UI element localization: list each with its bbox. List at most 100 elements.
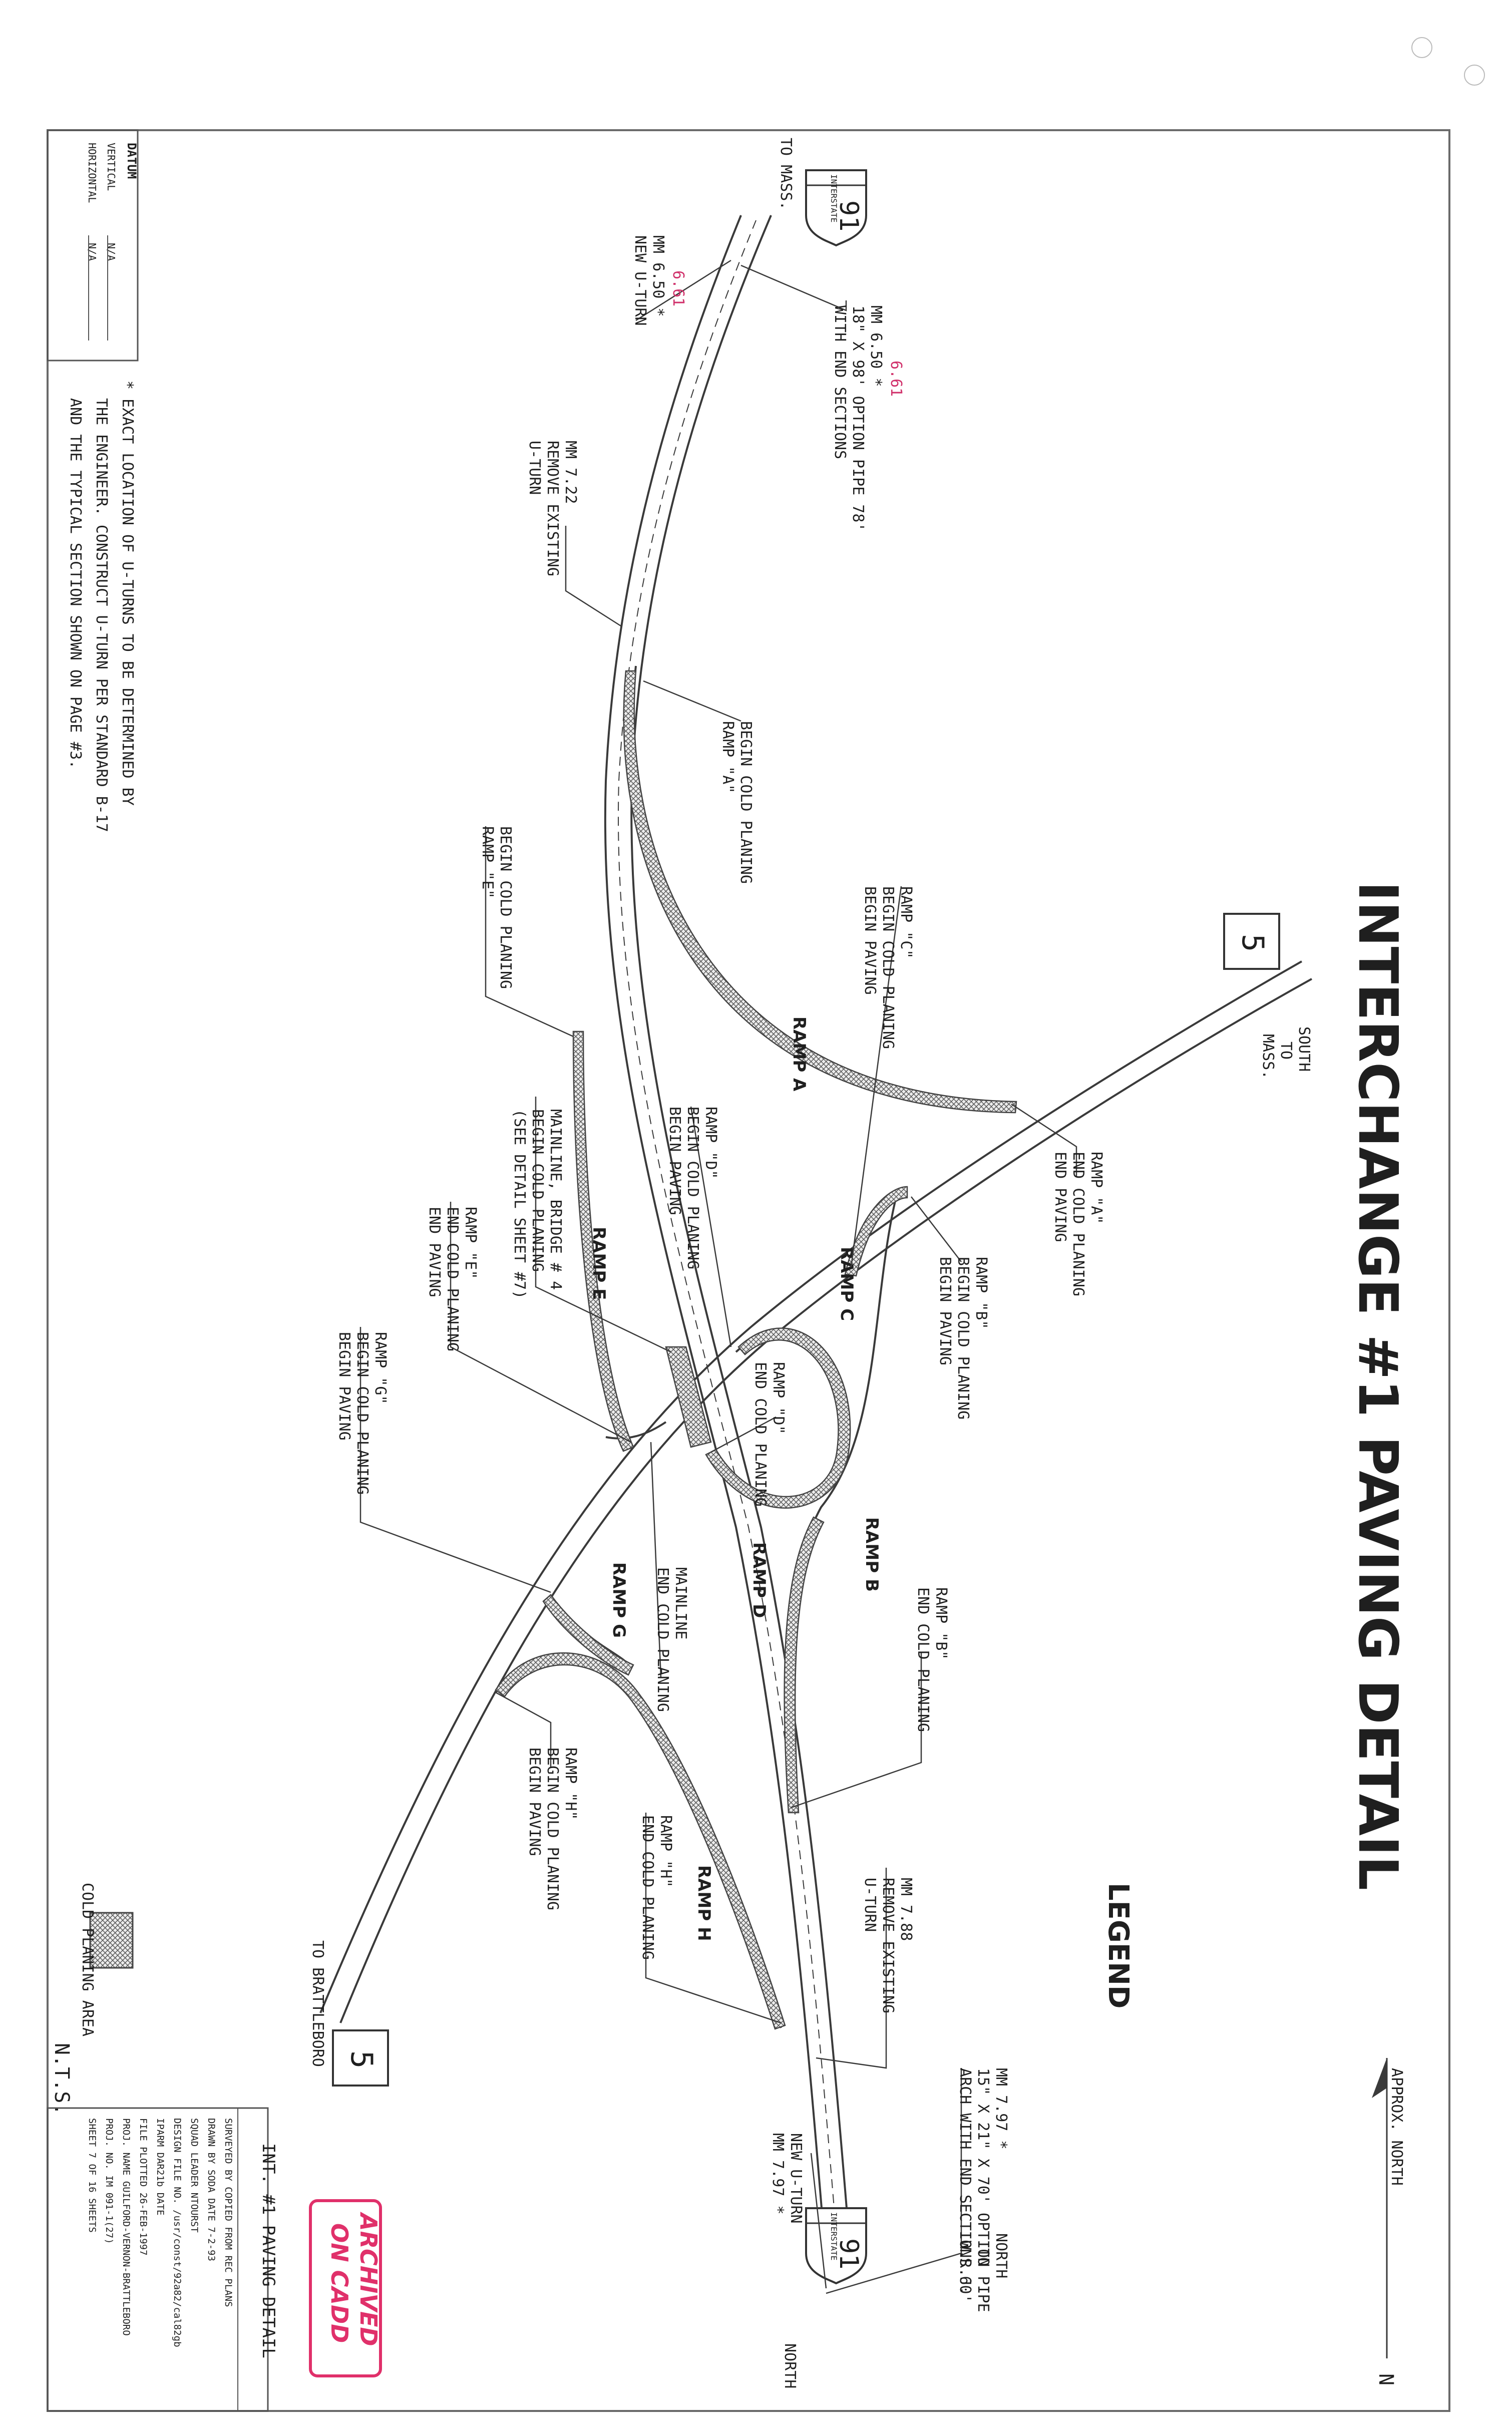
svg-text:91: 91 (834, 2238, 864, 2270)
svg-text:U-TURN: U-TURN (861, 1878, 879, 1932)
ramp-a-line (632, 665, 1017, 1108)
svg-text:6.61: 6.61 (887, 361, 905, 397)
ramp-e-label: RAMP E (589, 1227, 609, 1300)
svg-text:DATUM: DATUM (125, 143, 139, 179)
svg-text:RAMP "A": RAMP "A" (719, 721, 736, 794)
note-ramp-e-end: RAMP "E" END COLD PLANING END PAVING (426, 1207, 479, 1351)
ramp-d-label: RAMP D (749, 1542, 769, 1618)
svg-text:BEGIN COLD PLANING: BEGIN COLD PLANING (954, 1257, 972, 1420)
svg-text:BEGIN COLD PLANING: BEGIN COLD PLANING (544, 1748, 561, 1910)
mainline-i91 (604, 215, 852, 2264)
svg-text:N/A: N/A (105, 243, 117, 261)
svg-text:END COLD PLANING: END COLD PLANING (914, 1587, 932, 1732)
svg-text:WITH END SECTIONS: WITH END SECTIONS (831, 305, 849, 459)
south-to-mass-2: TO (1277, 1041, 1295, 1060)
svg-text:MAINLINE: MAINLINE (672, 1567, 689, 1640)
svg-text:MM 6.50 *: MM 6.50 * (867, 305, 885, 387)
us-route-5 (319, 960, 1312, 2023)
svg-text:MM 7.97 *: MM 7.97 * (769, 2133, 787, 2215)
svg-text:BEGIN COLD PLANING: BEGIN COLD PLANING (353, 1332, 371, 1495)
note-ramp-b-begin: RAMP "B" BEGIN COLD PLANING BEGIN PAVING (936, 1257, 990, 1420)
svg-text:NEW U-TURN: NEW U-TURN (631, 235, 649, 326)
svg-text:HORIZONTAL: HORIZONTAL (86, 143, 98, 203)
svg-text:BEGIN COLD PLANING: BEGIN COLD PLANING (737, 721, 754, 884)
note-ramp-h-begin: RAMP "H" BEGIN COLD PLANING BEGIN PAVING (526, 1748, 579, 1910)
svg-text:MM 6.50 *: MM 6.50 * (649, 235, 667, 317)
note-mm650-pipe: 6.61 MM 6.50 * 18" X 98' OPTION PIPE 78'… (831, 305, 905, 532)
to-mass-label: TO MASS. (777, 138, 795, 210)
ramp-a-label: RAMP A (789, 1016, 809, 1092)
svg-text:RAMP "H": RAMP "H" (657, 1815, 674, 1888)
svg-text:DRAWN BY SODA DATE 7-2-9: DRAWN BY SODA DATE 7-2-93 (206, 2118, 217, 2261)
north-mark: N (1374, 2373, 1397, 2385)
legend-swatch (89, 1912, 134, 1969)
svg-text:NEW U-TURN: NEW U-TURN (787, 2133, 805, 2224)
svg-text:15" X 21" X 70' OPTION PIPE: 15" X 21" X 70' OPTION PIPE (974, 2068, 992, 2312)
legend-title: LEGEND (1102, 1883, 1135, 2009)
north-to-wrj-1: NORTH (992, 2233, 1010, 2278)
svg-text:5: 5 (344, 2050, 379, 2068)
svg-text:AND THE TYPICAL SECTION SHOWN: AND THE TYPICAL SECTION SHOWN ON PAGE #3… (67, 398, 84, 769)
svg-text:IPARM DAR21b DATE: IPARM DAR21b DATE (155, 2118, 166, 2215)
note-mm722: MM 7.22 REMOVE EXISTING U-TURN (526, 441, 579, 576)
svg-text:SHEET 7 OF 16 SHEETS: SHEET 7 OF 16 SHEETS (87, 2118, 98, 2233)
note-ramp-a-end: RAMP "A" END COLD PLANING END PAVING (1051, 1152, 1105, 1296)
leader-lines (359, 259, 1077, 2294)
planing-ramp-h (495, 1652, 786, 2030)
interstate-shield-north: INTERSTATE 91 (805, 2207, 867, 2285)
title-block-sheet-title: INT. #1 PAVING DETAIL (258, 2143, 278, 2358)
ramp-g-label: RAMP G (609, 1562, 629, 1638)
svg-text:BEGIN COLD PLANING: BEGIN COLD PLANING (497, 826, 514, 989)
punch-hole-top2 (1464, 65, 1485, 86)
note-ramp-c: RAMP "C" BEGIN COLD PLANING BEGIN PAVING (861, 886, 915, 1049)
svg-text:RAMP "B": RAMP "B" (932, 1587, 950, 1660)
north-to-wrj-2: TO (974, 2248, 992, 2266)
svg-text:END COLD PLANING: END COLD PLANING (639, 1815, 656, 1960)
svg-text:RAMP "B": RAMP "B" (972, 1257, 990, 1329)
north-arrow: APPROX. NORTH N (1372, 2058, 1405, 2385)
note-begin-e: BEGIN COLD PLANING RAMP "E" (479, 826, 514, 989)
svg-text:INTERSTATE: INTERSTATE (829, 2212, 839, 2260)
svg-text:MM 7.97 *: MM 7.97 * (992, 2068, 1010, 2150)
svg-text:RAMP "E": RAMP "E" (462, 1207, 479, 1279)
svg-text:MM 7.22: MM 7.22 (562, 441, 579, 504)
scale-nts: N.T.S. (50, 2043, 73, 2116)
north-arrow-label: APPROX. NORTH (1388, 2068, 1405, 2186)
south-to-mass-3: MASS. (1259, 1034, 1277, 1079)
note-mainline-bridge: MAINLINE, BRIDGE # 4 BEGIN COLD PLANING … (511, 1109, 564, 1299)
note-mm797-arch: MM 7.97 * 15" X 21" X 70' OPTION PIPE AR… (956, 2068, 1010, 2312)
svg-text:RAMP "H": RAMP "H" (562, 1748, 579, 1820)
svg-text:DESIGN FILE NO. /usr/const/92: DESIGN FILE NO. /usr/const/92a82/cal82gb (172, 2118, 183, 2347)
south-to-mass-1: SOUTH (1295, 1026, 1313, 1072)
legend: LEGEND COLD PLANING AREA N.T.S. (50, 1883, 1135, 2116)
svg-text:BEGIN COLD PLANING: BEGIN COLD PLANING (879, 886, 897, 1049)
ramp-b-label: RAMP B (862, 1517, 882, 1592)
to-brattleboro-label: TO BRATTLEBORO (309, 1940, 326, 2067)
svg-text:U-TURN: U-TURN (526, 441, 543, 495)
note-ramp-h-end: RAMP "H" END COLD PLANING (639, 1815, 674, 1960)
svg-text:* EXACT LOCATION OF U-TURNS TO: * EXACT LOCATION OF U-TURNS TO BE DETERM… (119, 381, 136, 806)
planing-ramp-e (572, 1030, 634, 1452)
svg-text:END COLD PLANING: END COLD PLANING (751, 1362, 769, 1507)
cold-planing-areas (495, 670, 1017, 2030)
datum-box: DATUM VERTICAL N/A HORIZONTAL N/A (47, 129, 139, 362)
svg-text:END COLD PLANING: END COLD PLANING (1069, 1152, 1087, 1296)
svg-text:RAMP "D": RAMP "D" (770, 1362, 787, 1435)
interstate-shield-south: INTERSTATE 91 (805, 169, 867, 247)
svg-text:BEGIN COLD PLANING: BEGIN COLD PLANING (684, 1107, 701, 1269)
note-ramp-d-begin: RAMP "D" BEGIN COLD PLANING BEGIN PAVING (666, 1107, 719, 1269)
svg-text:SQUAD LEADER NTOURST: SQUAD LEADER NTOURST (189, 2118, 200, 2233)
note-mm788: MM 7.88 REMOVE EXISTING U-TURN (861, 1878, 915, 2013)
svg-text:MAINLINE, BRIDGE # 4: MAINLINE, BRIDGE # 4 (547, 1109, 564, 1290)
svg-text:RAMP "C": RAMP "C" (897, 886, 915, 959)
planing-ramp-a (623, 670, 1017, 1114)
svg-text:END PAVING: END PAVING (1051, 1152, 1069, 1242)
title-group: INTERCHANGE #1 PAVING DETAIL (1346, 881, 1409, 1890)
planing-ramp-g (542, 1594, 634, 1676)
svg-text:5: 5 (1235, 934, 1270, 952)
planing-bridge (665, 1346, 712, 1448)
us-shield-north: 5 (332, 2029, 389, 2087)
svg-text:BEGIN PAVING: BEGIN PAVING (526, 1748, 543, 1856)
note-ramp-g: RAMP "G" BEGIN COLD PLANING BEGIN PAVING (335, 1332, 389, 1495)
note-mm650-uturn: 6.61 MM 6.50 * NEW U-TURN (631, 235, 687, 326)
